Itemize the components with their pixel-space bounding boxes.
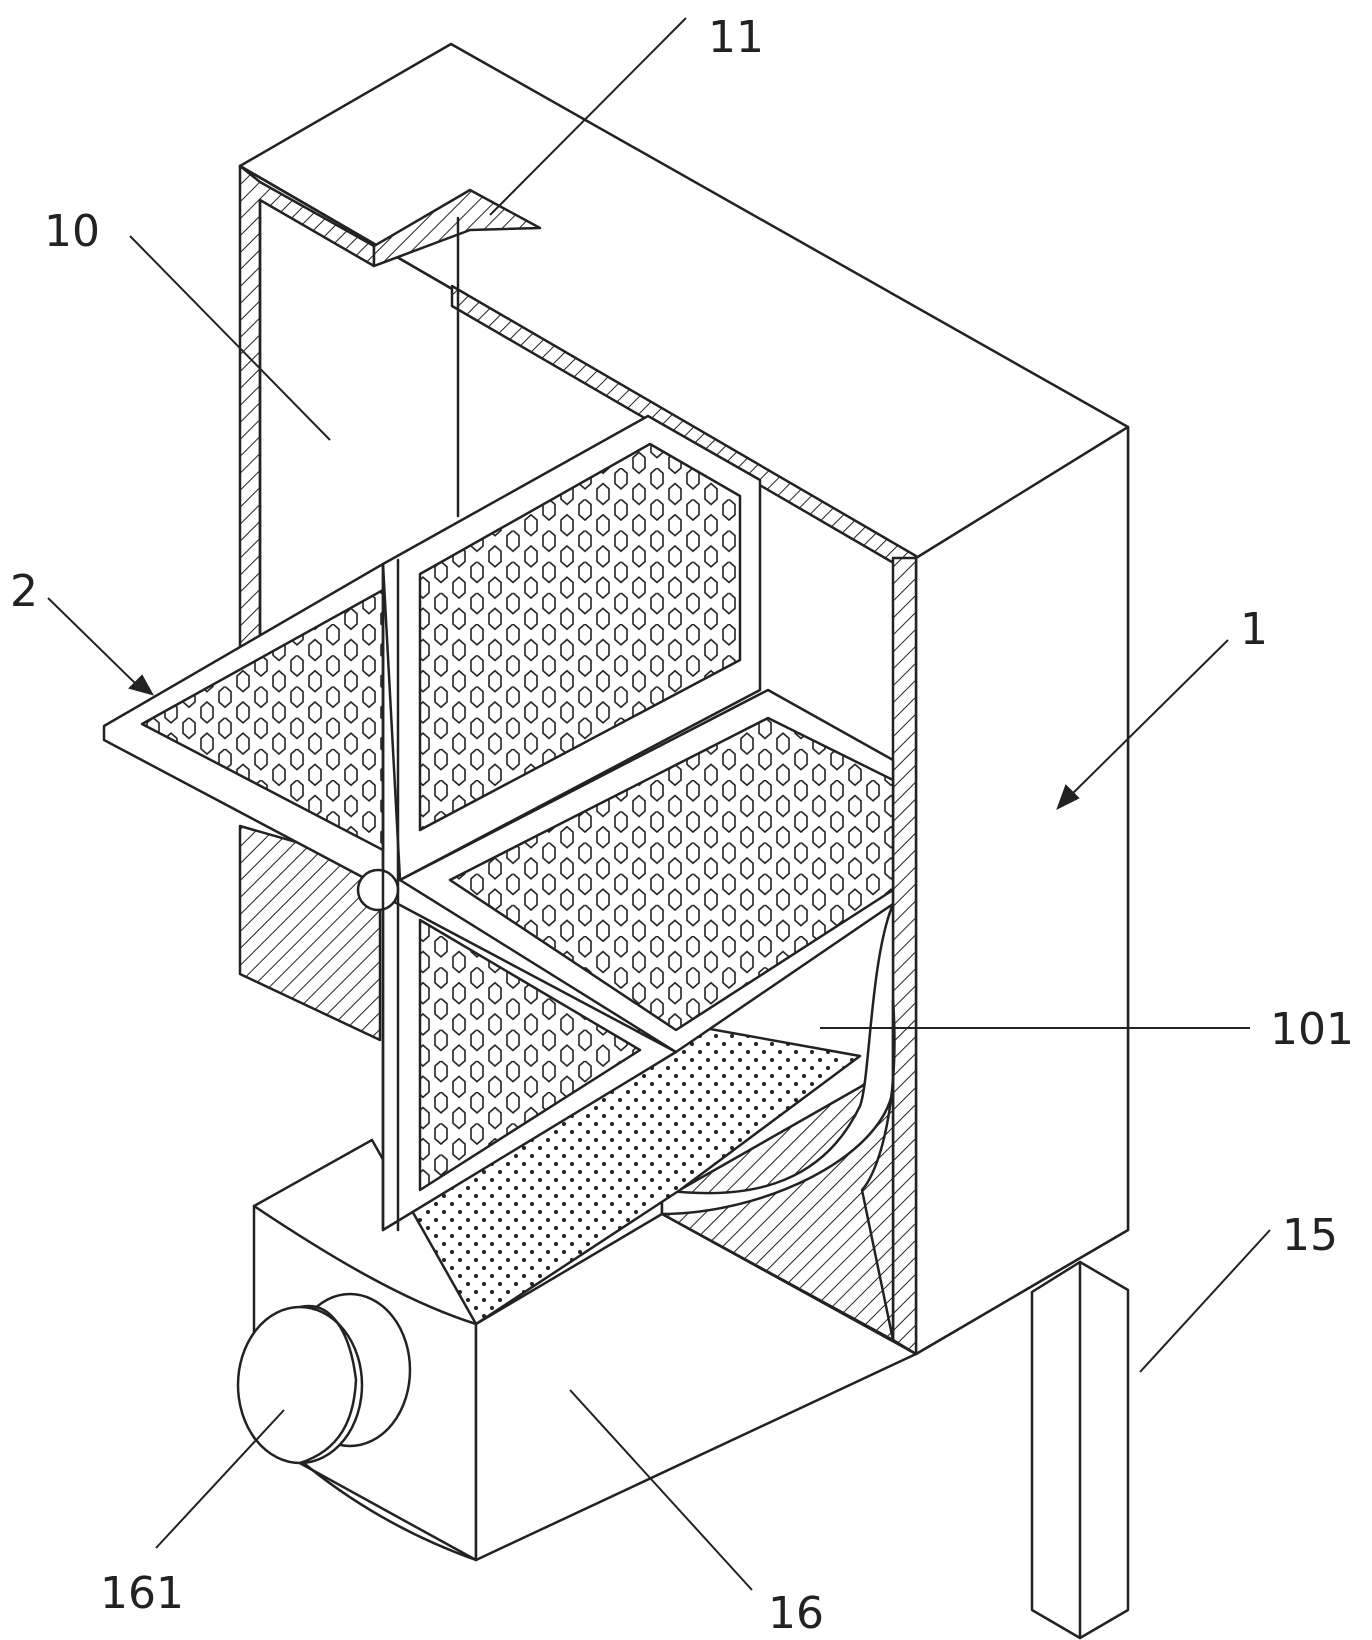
leader-1 — [1065, 639, 1229, 801]
leader-16 — [569, 1389, 753, 1591]
arrow-2 — [128, 674, 155, 696]
label-161: 161 — [100, 1568, 184, 1619]
lower-section — [238, 824, 895, 1342]
knob-161 — [236, 1292, 412, 1465]
label-11: 11 — [708, 12, 764, 63]
leg-15 — [1030, 1260, 1130, 1640]
label-101: 101 — [1270, 1004, 1354, 1055]
top-wall-section — [238, 164, 918, 1356]
leader-2 — [47, 597, 141, 689]
label-15: 15 — [1282, 1210, 1338, 1261]
label-2: 2 — [10, 566, 38, 617]
label-10: 10 — [44, 206, 100, 257]
leader-15 — [1139, 1229, 1271, 1373]
leader-lines — [47, 17, 1271, 1591]
leader-11 — [489, 17, 687, 216]
arrow-1 — [1056, 784, 1080, 811]
curved-chute-101 — [660, 902, 896, 1342]
rotor-2 — [102, 414, 895, 1232]
leader-10 — [129, 235, 331, 441]
leader-161 — [155, 1409, 285, 1549]
label-16: 16 — [768, 1588, 824, 1639]
label-1: 1 — [1240, 604, 1268, 655]
